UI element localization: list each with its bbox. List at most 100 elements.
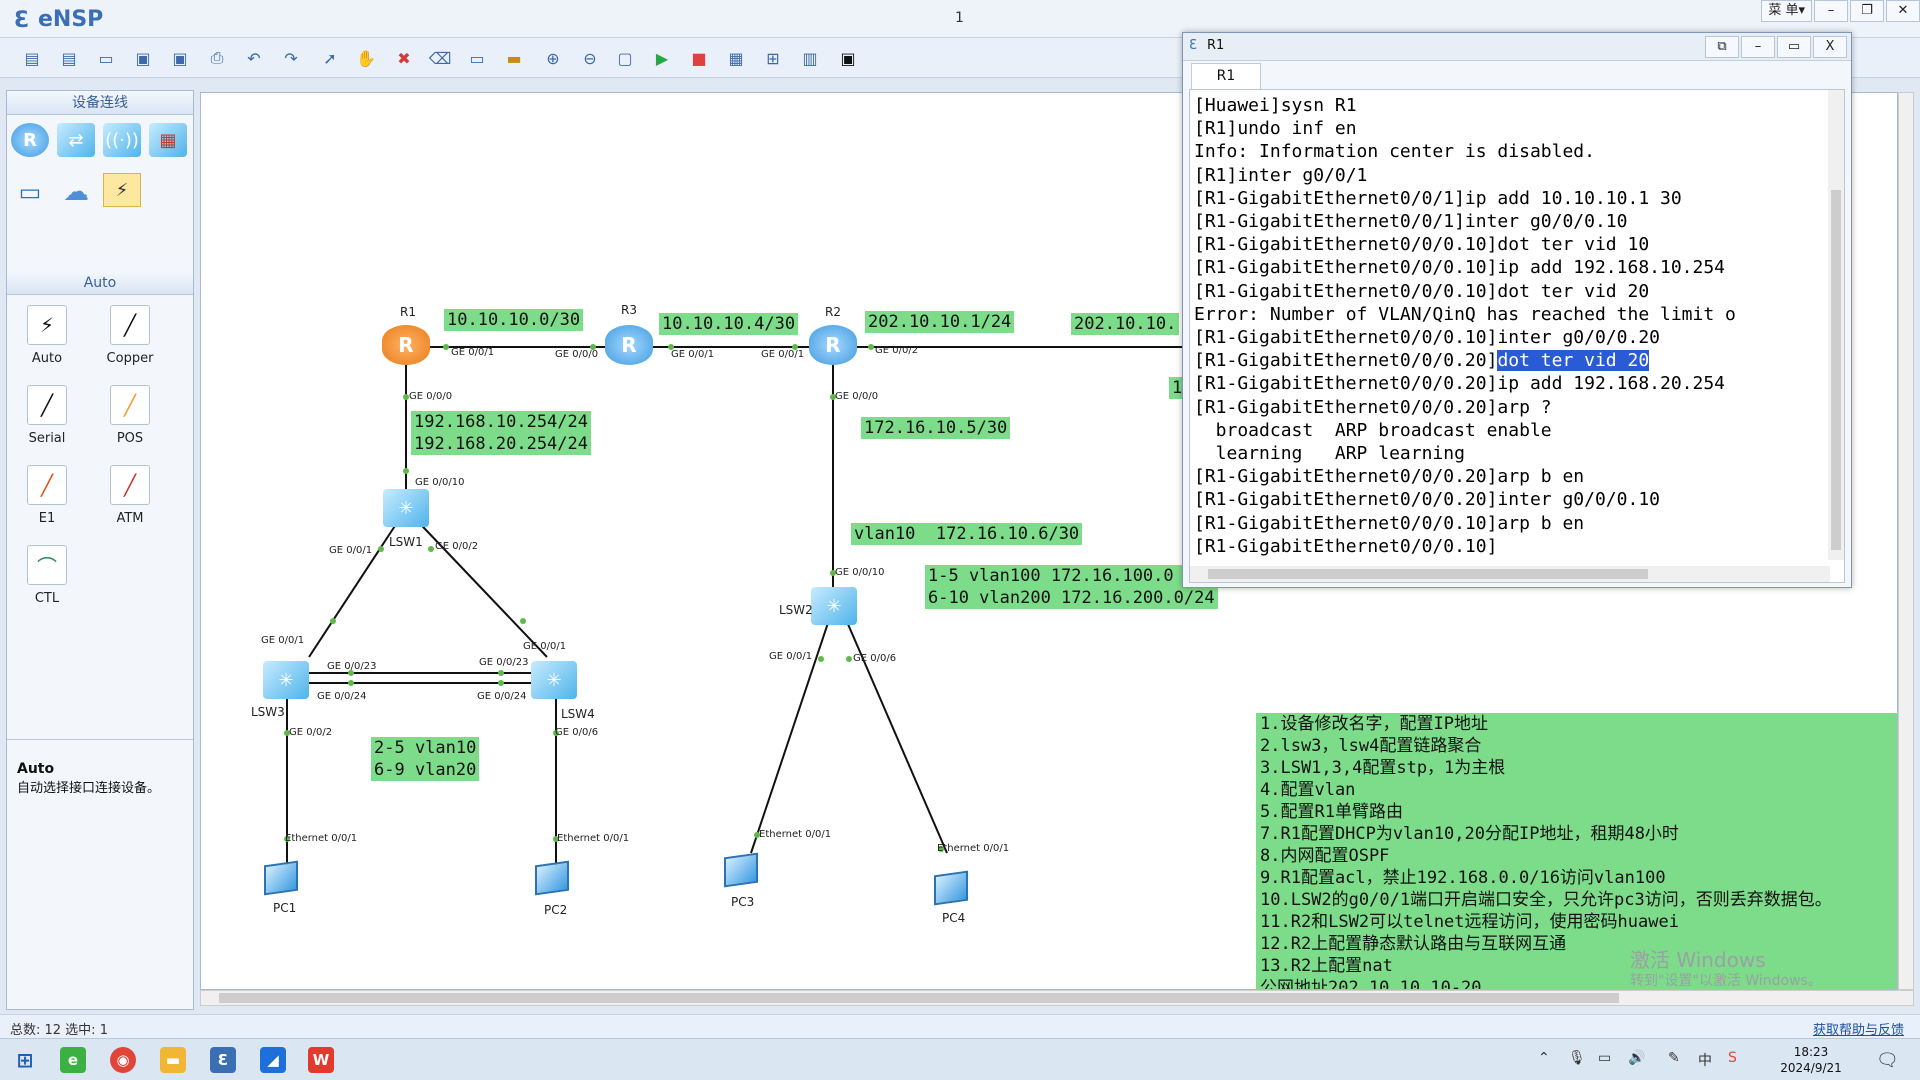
cable-e1[interactable]: ╱ E1	[17, 465, 77, 526]
chrome-icon[interactable]: ◉	[110, 1047, 136, 1073]
restore-button[interactable]: ❐	[1850, 0, 1884, 22]
tray-chevron-icon[interactable]: ⌃	[1538, 1050, 1550, 1066]
link-lsw1-lsw4	[405, 508, 548, 658]
grid-icon[interactable]: ▥	[802, 48, 818, 68]
router-r1[interactable]: R	[382, 325, 430, 365]
network-label[interactable]: vlan10 172.16.10.6/30	[851, 523, 1083, 545]
terminal-line: [R1-GigabitEthernet0/0/0.10]dot ter vid …	[1194, 234, 1650, 256]
microphone-icon[interactable]: 🎙	[1568, 1050, 1586, 1066]
select-icon[interactable]: ➚	[323, 48, 337, 68]
network-label[interactable]: 192.168.10.254/24 192.168.20.254/24	[411, 411, 591, 455]
pc-pc1[interactable]	[257, 845, 305, 896]
cable-ctl[interactable]: ⌒ CTL	[17, 545, 77, 606]
volume-icon[interactable]: 🔊	[1628, 1050, 1646, 1066]
network-label[interactable]: 10.10.10.4/30	[659, 313, 799, 335]
pc-pc3[interactable]	[717, 837, 765, 888]
notification-icon[interactable]: 🗨	[1876, 1050, 1899, 1071]
network-label[interactable]: 2-5 vlan10 6-9 vlan20	[371, 737, 480, 781]
terminal-icon[interactable]: ▣	[840, 48, 856, 68]
terminal-close-button[interactable]: X	[1813, 36, 1847, 58]
pc-pc2[interactable]	[528, 845, 576, 896]
delete-icon[interactable]: ✖	[397, 48, 411, 68]
network-icon[interactable]: ▭	[1598, 1050, 1612, 1066]
network-label[interactable]: 172.16.10.5/30	[861, 417, 1011, 439]
zoom-in-icon[interactable]: ⊕	[546, 48, 560, 68]
switch-lsw1[interactable]: ✳	[383, 489, 429, 527]
zoom-out-icon[interactable]: ⊖	[583, 48, 597, 68]
terminal-selection[interactable]: dot ter vid 20	[1497, 350, 1650, 372]
network-label[interactable]: 202.10.10.1/24	[865, 311, 1015, 333]
delete-all-icon[interactable]: ⌫	[428, 48, 452, 68]
pc-category-icon[interactable]: ▭	[18, 178, 42, 206]
cloud-category-icon[interactable]: ☁	[63, 177, 89, 207]
cable-pos[interactable]: ╱ POS	[100, 385, 160, 446]
router-category-icon[interactable]: R	[11, 123, 49, 157]
redo-icon[interactable]: ↷	[284, 48, 298, 68]
terminal-minimize-button[interactable]: –	[1741, 36, 1775, 58]
pc-pc4[interactable]	[927, 855, 975, 906]
switch-lsw3[interactable]: ✳	[263, 661, 309, 699]
fit-icon[interactable]: ▢	[617, 48, 633, 68]
shape-icon[interactable]: ▬	[506, 48, 522, 68]
cable-atm[interactable]: ╱ ATM	[100, 465, 160, 526]
router-r3[interactable]: R	[605, 325, 653, 365]
close-button[interactable]: ✕	[1886, 0, 1920, 22]
capture-icon[interactable]: ▦	[728, 48, 744, 68]
network-label[interactable]: 1-5 vlan100 172.16.100.0 6-10 vlan200 17…	[925, 565, 1218, 609]
text-icon[interactable]: ▭	[469, 48, 485, 68]
device-name-pc4: PC4	[942, 911, 966, 925]
start-icon[interactable]: ▶	[655, 48, 669, 68]
terminal-horizontal-scrollbar[interactable]	[1190, 566, 1830, 582]
wlan-category-icon[interactable]: ((·))	[103, 123, 141, 157]
new-topology-icon[interactable]: ▤	[24, 48, 40, 68]
canvas-vertical-scrollbar[interactable]	[1898, 92, 1914, 990]
wps-icon[interactable]: W	[308, 1047, 334, 1073]
router-r2[interactable]: R	[809, 325, 857, 365]
switch-lsw4[interactable]: ✳	[531, 661, 577, 699]
minimize-button[interactable]: –	[1814, 0, 1848, 22]
stop-icon[interactable]: ■	[691, 48, 707, 68]
save-as-icon[interactable]: ▣	[172, 48, 188, 68]
cable-serial[interactable]: ╱ Serial	[17, 385, 77, 446]
switch-lsw2[interactable]: ✳	[811, 587, 857, 625]
firewall-category-icon[interactable]: ▦	[149, 123, 187, 157]
cable-copper[interactable]: ╱ Copper	[100, 305, 160, 366]
topology-icon[interactable]: ⊞	[766, 48, 780, 68]
menu-button[interactable]: 菜 单▾	[1761, 0, 1812, 22]
pen-icon[interactable]: ✎	[1668, 1050, 1680, 1066]
open-icon[interactable]: ▭	[98, 48, 114, 68]
terminal-title-bar[interactable]: Ɛ R1 ⧉ – ▭ X	[1183, 33, 1851, 61]
cable-ctl-icon: ⌒	[27, 545, 67, 585]
canvas-horizontal-scrollbar[interactable]	[200, 990, 1914, 1006]
window-controls: 菜 单▾ – ❐ ✕	[1759, 0, 1920, 24]
file-explorer-icon[interactable]: ▬	[160, 1047, 186, 1073]
browser-icon[interactable]: e	[60, 1047, 86, 1073]
print-icon[interactable]: ⎙	[210, 48, 224, 67]
ime-icon[interactable]: 中	[1698, 1053, 1712, 1069]
windows-start-icon[interactable]: ⊞	[16, 1048, 34, 1072]
switch-category-icon[interactable]: ⇄	[57, 123, 95, 157]
new-example-icon[interactable]: ▤	[61, 48, 77, 68]
clock-time[interactable]: 18:23	[1793, 1045, 1829, 1059]
antivirus-icon[interactable]: S	[1728, 1050, 1737, 1066]
network-label[interactable]: 1	[1169, 377, 1186, 399]
port-label: GE 0/0/10	[835, 567, 885, 578]
terminal-tab-r1[interactable]: R1	[1191, 63, 1261, 89]
network-label[interactable]: 10.10.10.0/30	[444, 309, 584, 331]
terminal-extra-button[interactable]: ⧉	[1705, 36, 1739, 58]
cable-auto[interactable]: ⚡ Auto	[17, 305, 77, 366]
ensp-taskbar-icon[interactable]: Ɛ	[210, 1047, 236, 1073]
terminal-vertical-scrollbar[interactable]	[1828, 90, 1844, 560]
terminal-window-r1[interactable]: Ɛ R1 ⧉ – ▭ X R1 [Huawei]sysn R1[R1]undo …	[1182, 32, 1852, 588]
pan-icon[interactable]: ✋	[356, 48, 376, 68]
app-taskbar-icon[interactable]: ◢	[260, 1047, 286, 1073]
terminal-maximize-button[interactable]: ▭	[1777, 36, 1811, 58]
cable-category-icon[interactable]: ⚡	[103, 173, 141, 207]
save-icon[interactable]: ▣	[135, 48, 151, 68]
help-feedback-link[interactable]: 获取帮助与反馈	[1812, 1023, 1904, 1038]
undo-icon[interactable]: ↶	[247, 48, 261, 68]
clock-date[interactable]: 2024/9/21	[1780, 1061, 1842, 1075]
network-label[interactable]: 202.10.10.	[1071, 313, 1180, 335]
